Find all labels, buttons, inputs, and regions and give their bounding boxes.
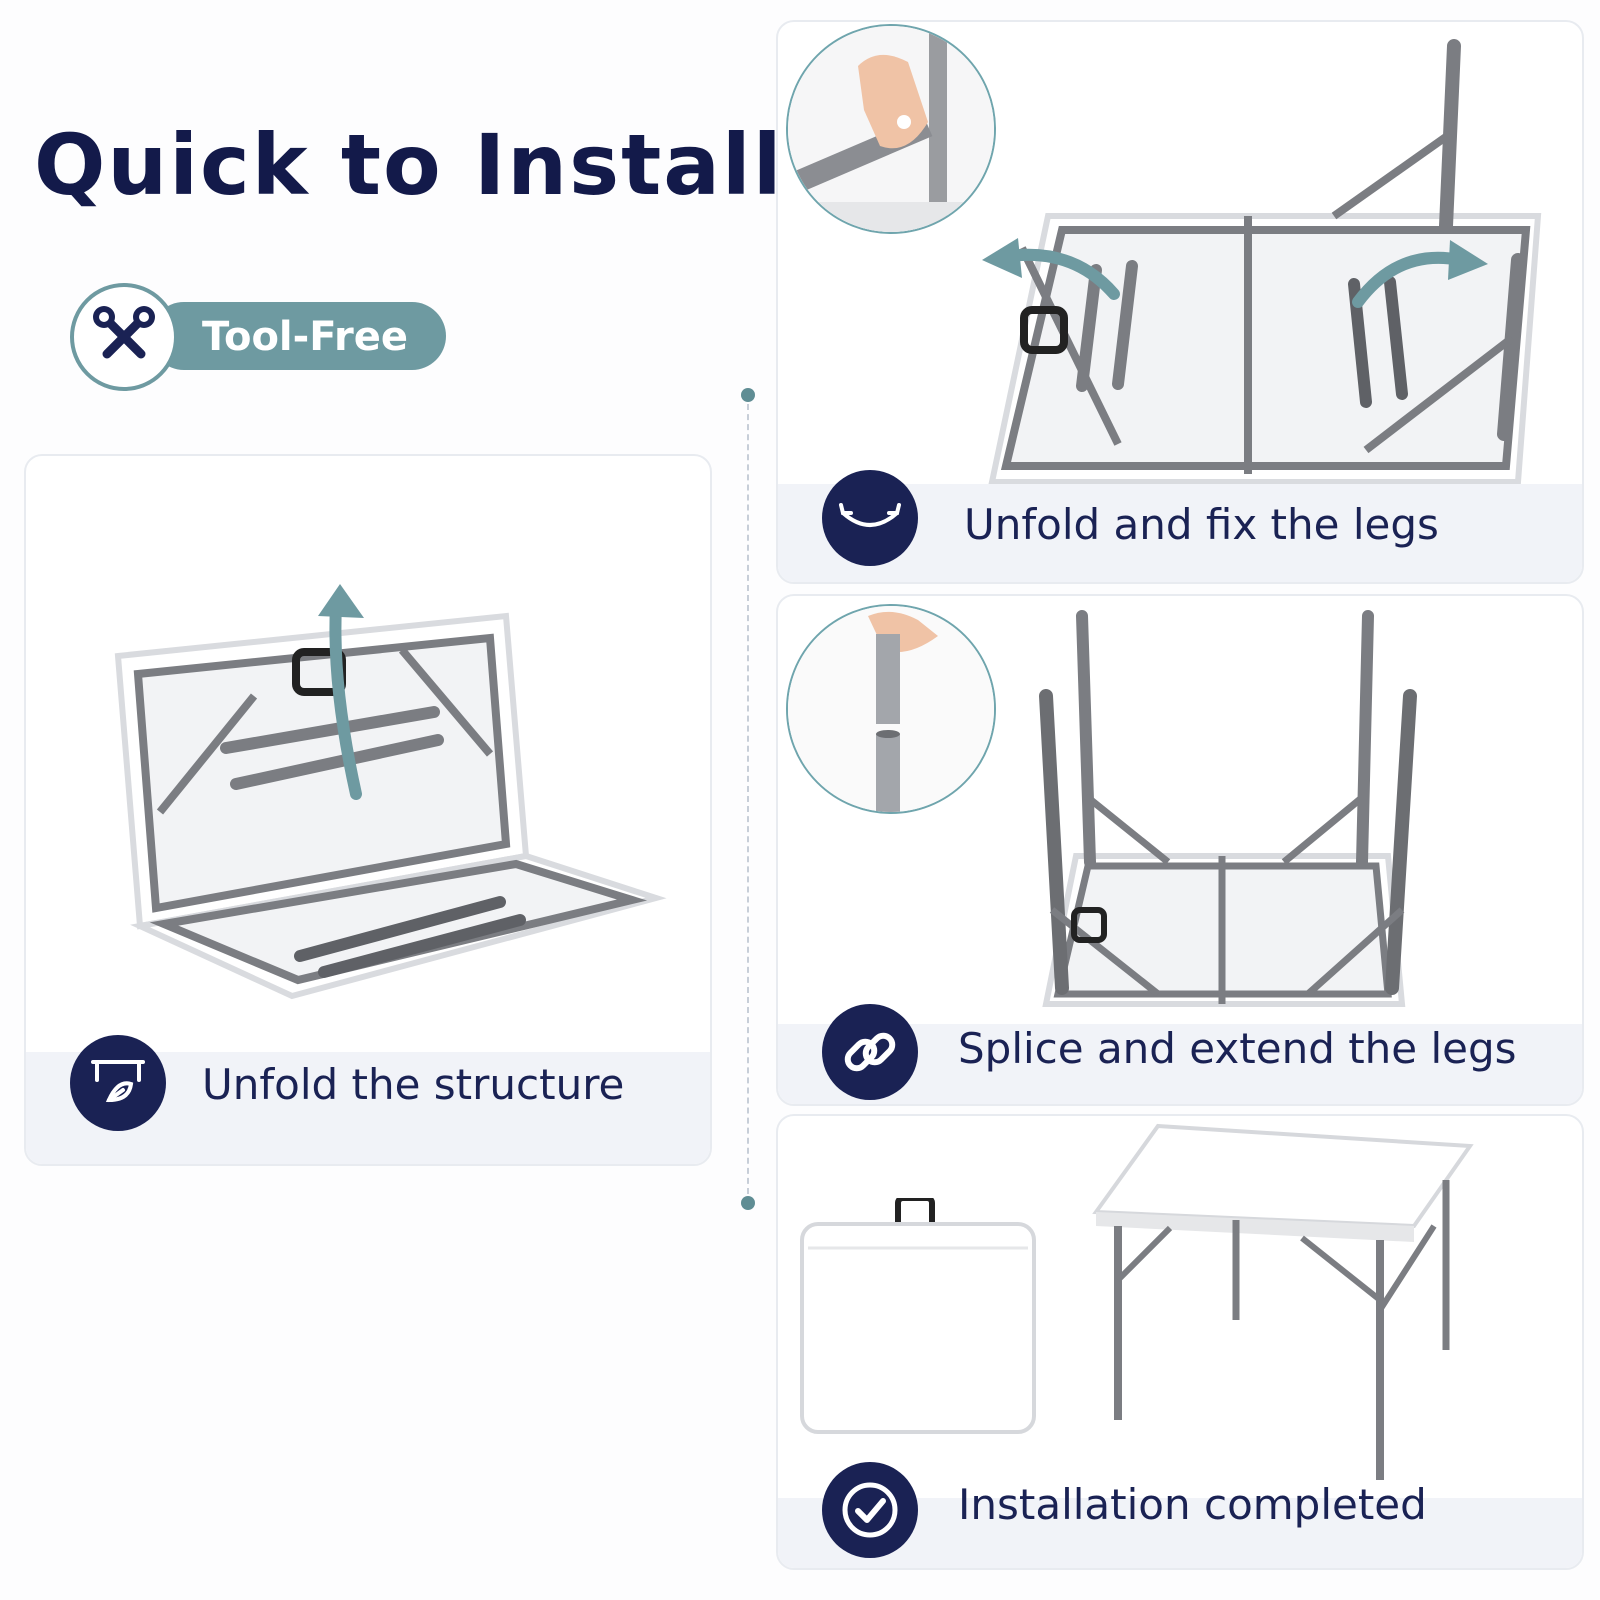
folded-table-image [86,526,686,1016]
table-legs-unfold-image [978,34,1578,494]
timeline-dot-top [741,388,755,402]
step-card-completed: Installation completed [776,1114,1584,1570]
hinge-closeup-inset [786,24,996,234]
check-circle-icon [822,1462,918,1558]
folded-table-case-image [798,1198,1048,1438]
tool-free-label: Tool-Free [202,314,408,360]
step-card-unfold-structure: Unfold the structure [24,454,712,1166]
timeline-dot-bottom [741,1196,755,1210]
timeline-connector [747,394,749,1204]
wrench-screwdriver-icon [70,283,178,391]
table-upside-down-image [1018,600,1438,1020]
chain-link-icon [822,1004,918,1100]
page-title: Quick to Install [34,116,784,214]
table-leaf-icon [70,1035,166,1131]
step-label-completed: Installation completed [958,1480,1427,1529]
swing-arrows-icon [822,470,918,566]
tool-free-badge [150,302,446,370]
step-label-unfold-structure: Unfold the structure [202,1060,625,1109]
leg-splice-inset [786,604,996,814]
step-label-fix-legs: Unfold and fix the legs [964,500,1439,549]
step-label-extend-legs: Splice and extend the legs [958,1024,1517,1073]
assembled-table-image [1090,1120,1490,1490]
